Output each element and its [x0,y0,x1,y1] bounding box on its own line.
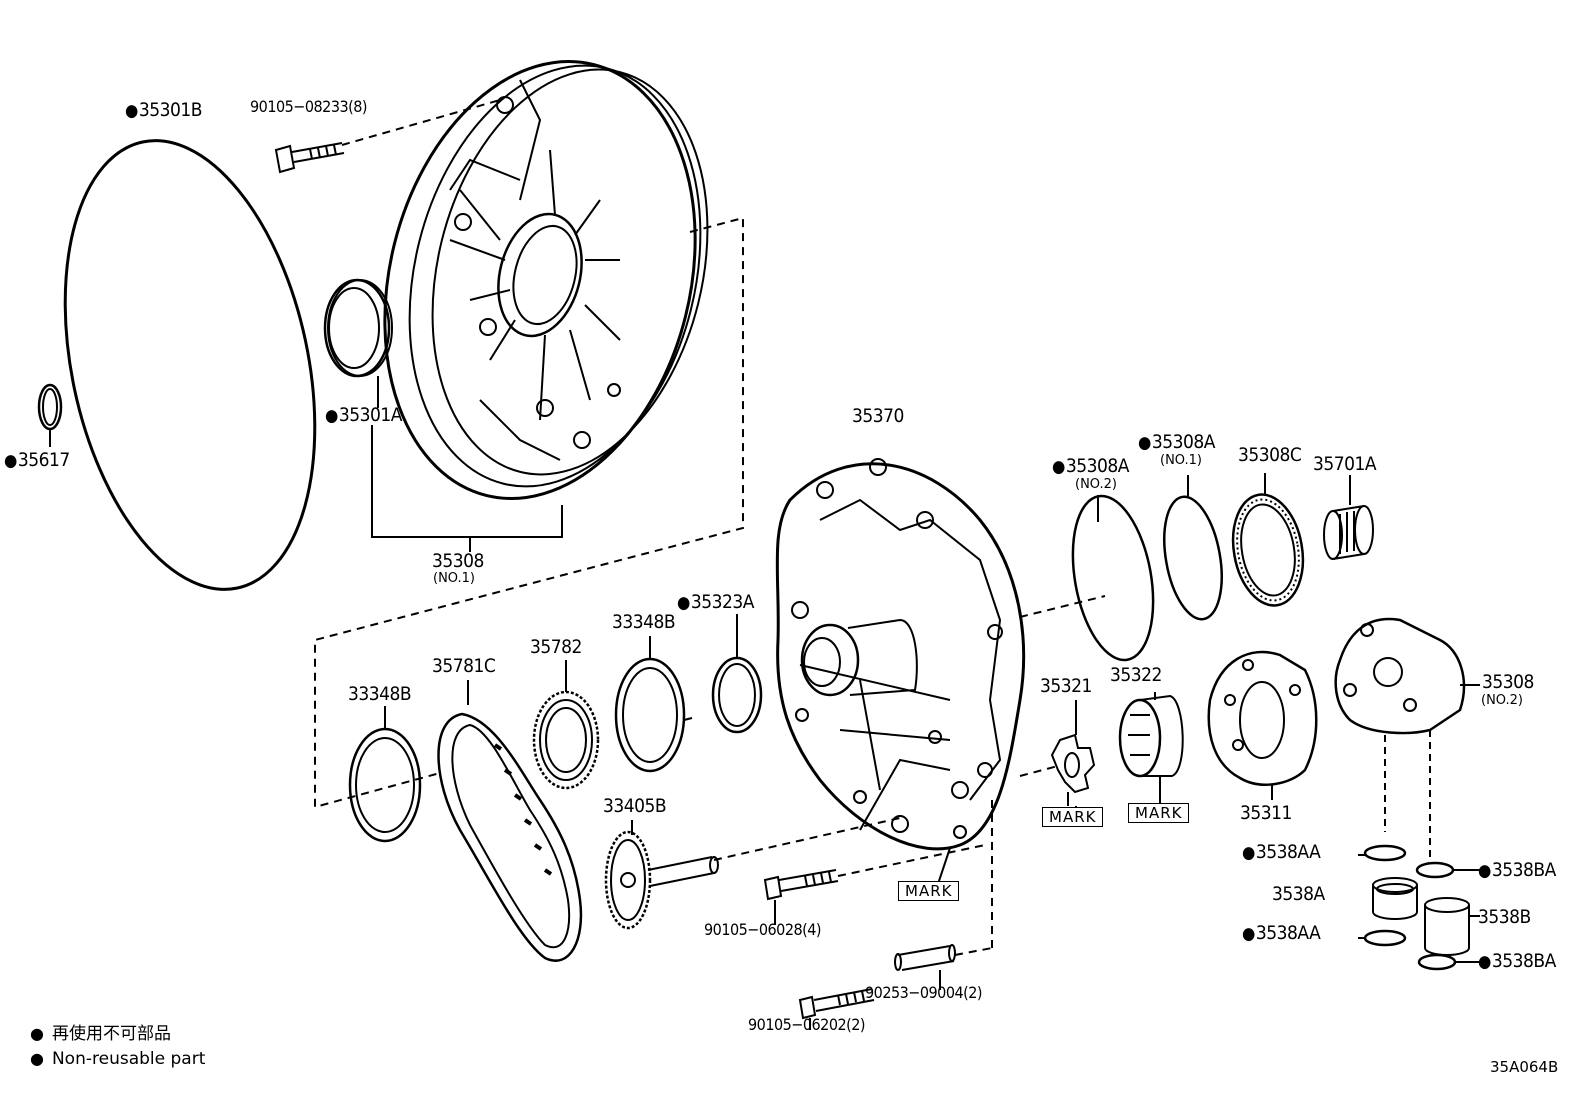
legend-english-text: Non-reusable part [51,1049,206,1069]
oil-seal-35301A[interactable] [323,278,393,408]
label-3538A: 3538A [1272,883,1325,905]
sleeve-3538B[interactable] [1424,897,1480,956]
label-35308A-no2-sub: (NO.2) [1075,477,1117,492]
bullet-icon: ● [30,1024,44,1043]
drive-gear-35321[interactable] [1050,700,1096,806]
o-ring-35308A-no1[interactable] [1156,475,1231,624]
o-ring-3538BA-lower[interactable] [1417,953,1483,971]
o-ring-3538AA-upper[interactable] [1358,844,1407,862]
clutch-plate-33348B-lower[interactable] [348,706,422,843]
label-90253-09004: 90253−09004(2) [865,983,983,1002]
bolt-90105-08233[interactable] [274,99,501,174]
bolt-90105-06028[interactable] [763,844,986,925]
label-35308A-no1-sub: (NO.1) [1160,453,1202,468]
label-35701A: 35701A [1313,453,1377,475]
legend-english: ● Non-reusable part [30,1048,205,1070]
drive-chain-35781C[interactable] [437,680,583,962]
label-35323A: 35323A [677,591,755,613]
label-3538BA-lower-text: 3538BA [1491,950,1556,972]
label-35301A: 35301A [325,404,403,426]
label-35782: 35782 [530,636,582,658]
label-3538BA-upper-text: 3538BA [1491,859,1556,881]
front-pump-cover-35308-no1[interactable] [341,28,748,531]
label-3538BA-lower: 3538BA [1478,951,1556,972]
legend-japanese-text: 再使用不可部品 [51,1024,171,1044]
label-35301B-text: 35301B [138,99,203,121]
label-3538B: 3538B [1478,906,1531,928]
label-35308-no2-sub: (NO.2) [1481,693,1523,708]
label-35617-text: 35617 [17,449,70,471]
label-3538AA-upper-text: 3538AA [1255,841,1321,863]
mark-box-35321: MARK [1042,807,1104,827]
label-33348B-lower: 33348B [348,683,412,705]
label-33405B: 33405B [603,795,667,817]
label-35781C: 35781C [432,655,496,677]
label-35323A-text: 35323A [690,591,755,613]
dashed-assembly-outline [314,216,744,809]
label-35370: 35370 [852,405,904,427]
label-35308A-no1-text: 35308A [1151,431,1216,453]
label-35308A-no1: 35308A [1138,431,1216,453]
label-3538AA-lower-text: 3538AA [1255,922,1321,944]
drawing-code: 35A064B [1490,1058,1559,1076]
label-90105-06028: 90105−06028(4) [704,920,822,939]
label-3538BA-upper: 3538BA [1478,860,1556,881]
driven-sprocket-33405B[interactable] [604,817,901,930]
sprocket-35782[interactable] [532,660,600,790]
o-ring-3538AA-lower[interactable] [1358,929,1407,947]
label-35617: 35617 [4,450,70,471]
bracket-35308-no1 [371,425,563,552]
needle-bearing-35308C[interactable] [1225,473,1311,611]
mark-box-35322: MARK [1128,803,1190,823]
label-35308-no1-sub: (NO.1) [433,571,475,586]
label-90105-06202: 90105−06202(2) [748,1015,866,1034]
snap-ring-35323A[interactable] [711,614,763,734]
o-ring-35308A-no2[interactable] [1061,490,1165,667]
label-3538AA-lower: 3538AA [1242,922,1321,944]
bolt-90105-06202[interactable] [798,988,875,1030]
oil-pump-body-35370[interactable] [775,458,1106,851]
label-35311: 35311 [1240,802,1292,824]
label-3538AA-upper: 3538AA [1242,841,1321,863]
driven-gear-35322[interactable] [1118,692,1184,800]
label-35308-no2: 35308 [1482,671,1534,693]
stator-support-35308-no2[interactable] [1334,617,1480,858]
pump-housing-35311[interactable] [1207,650,1318,800]
clutch-plate-33348B-upper[interactable] [614,636,693,773]
label-35301B: 35301B [125,99,203,121]
sleeve-3538A[interactable] [1372,877,1418,920]
o-ring-3538BA-upper[interactable] [1415,861,1483,879]
label-35308A-no2: 35308A [1052,455,1130,477]
o-ring-35617[interactable] [37,383,63,447]
mark-box-pump-body: MARK [898,881,960,901]
label-35321: 35321 [1040,675,1092,697]
legend-japanese: ● 再使用不可部品 [30,1023,171,1045]
label-33348B-upper: 33348B [612,611,676,633]
bushing-35701A[interactable] [1323,475,1374,560]
label-35322: 35322 [1110,664,1162,686]
label-90105-08233: 90105−08233(8) [250,97,368,116]
label-35301A-text: 35301A [338,404,403,426]
bullet-icon: ● [30,1049,44,1068]
dowel-pin-90253-09004[interactable] [894,800,993,990]
label-35308C: 35308C [1238,444,1302,466]
label-35308-no1: 35308 [432,550,484,572]
label-35308A-no2-text: 35308A [1065,455,1130,477]
gasket-ring-35301B[interactable] [27,117,353,612]
